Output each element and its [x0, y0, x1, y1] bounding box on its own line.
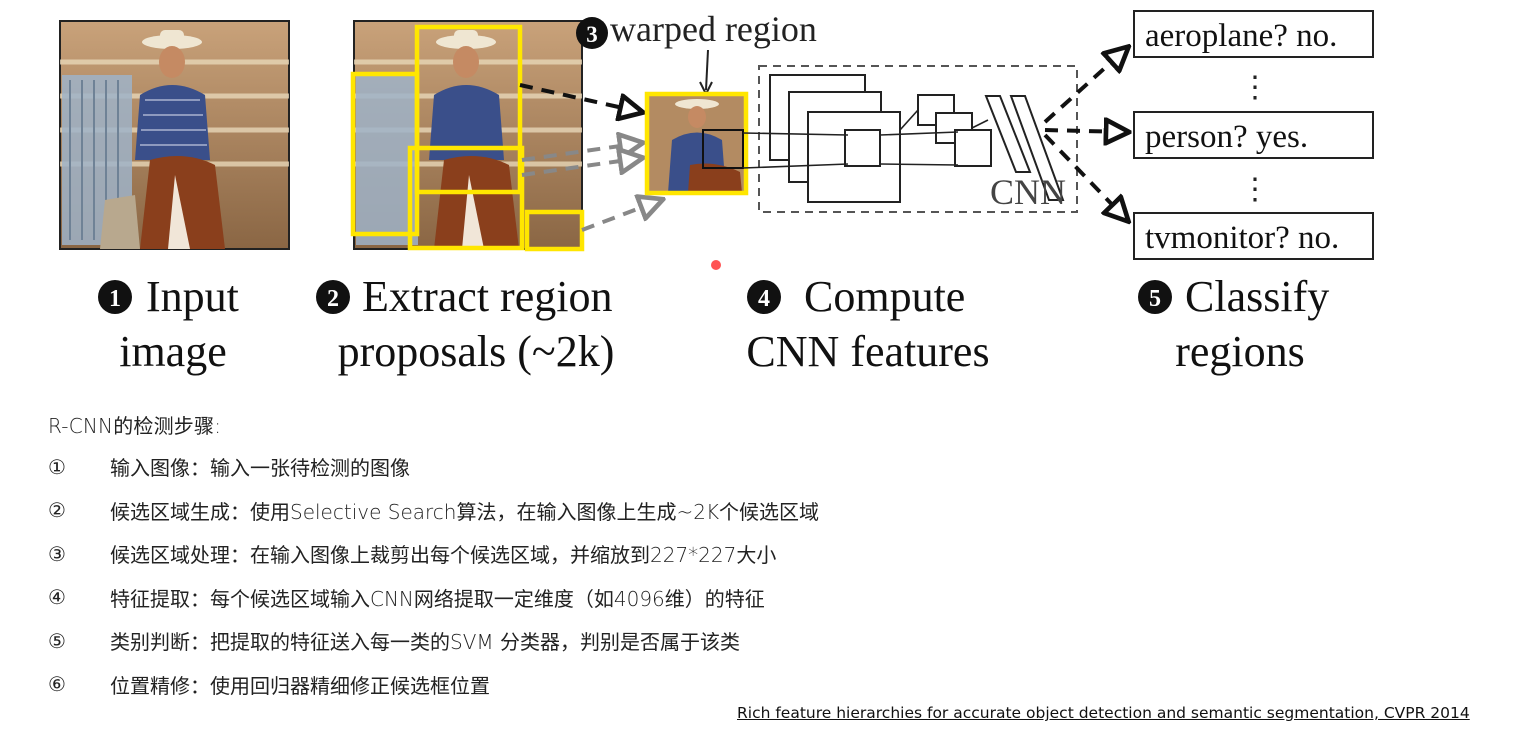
classify-arrows	[1043, 48, 1127, 220]
rcnn-pipeline-diagram: 3 warped region	[59, 9, 1374, 376]
step-text: 位置精修：使用回归器精细修正候选框位置	[110, 673, 490, 698]
step-number: ⑥	[48, 672, 66, 697]
step-number: ⑤	[48, 628, 66, 653]
stage-classify: 5 Classify regions	[1138, 272, 1329, 376]
step-text: 候选区域处理：在输入图像上裁剪出每个候选区域，并缩放到227*227大小	[110, 543, 777, 568]
stage-input: 1 Input image	[98, 272, 239, 376]
proposal-box	[407, 145, 525, 251]
step-number: ④	[48, 585, 66, 610]
class-boxes: aeroplane? no. ⋮ person? yes. ⋮ tvmonito…	[1133, 10, 1374, 260]
step-number: ②	[48, 498, 66, 523]
class-tvmonitor: tvmonitor? no.	[1145, 220, 1339, 256]
step-number: ①	[48, 454, 66, 479]
warped-region-image	[644, 91, 749, 196]
svg-text:Extract region: Extract region	[362, 272, 612, 321]
warped-text: warped region	[610, 9, 817, 49]
svg-text:image: image	[119, 327, 227, 376]
pointer-dot	[711, 260, 721, 270]
svg-text:Compute: Compute	[804, 272, 965, 321]
svg-text:2: 2	[327, 286, 339, 312]
class-dots: ⋮	[1240, 173, 1270, 206]
cnn-block: CNN	[742, 65, 1078, 213]
steps-title: R-CNN的检测步骤:	[48, 414, 222, 438]
step-item: ⑤ 类别判断：把提取的特征送入每一类的SVM 分类器，判别是否属于该类	[48, 619, 1048, 663]
proposal-box	[524, 209, 585, 252]
cnn-label: CNN	[990, 172, 1066, 212]
stage-captions: 1 Input image 2 Extract region proposals…	[98, 272, 1329, 376]
class-person: person? yes.	[1145, 119, 1308, 155]
input-image	[59, 20, 290, 250]
step-item: ③ 候选区域处理：在输入图像上裁剪出每个候选区域，并缩放到227*227大小	[48, 532, 1048, 576]
stage-extract: 2 Extract region proposals (~2k)	[316, 272, 614, 376]
step-number: ③	[48, 541, 66, 566]
warped-num: 3	[586, 22, 598, 47]
step-item: ④ 特征提取：每个候选区域输入CNN网络提取一定维度（如4096维）的特征	[48, 576, 1048, 620]
proposal-arrows	[519, 83, 661, 232]
step-text: 输入图像：输入一张待检测的图像	[110, 456, 410, 481]
proposals-image	[350, 20, 585, 252]
step-text: 候选区域生成：使用Selective Search算法，在输入图像上生成~2K个…	[110, 499, 820, 524]
warped-region-label: 3 warped region	[576, 9, 817, 97]
svg-text:CNN features: CNN features	[746, 327, 989, 376]
svg-text:regions: regions	[1175, 327, 1305, 376]
class-aeroplane: aeroplane? no.	[1145, 18, 1337, 54]
svg-text:1: 1	[109, 286, 121, 312]
step-item: ⑥ 位置精修：使用回归器精细修正候选框位置	[48, 663, 1048, 707]
stage-compute: 4 Compute CNN features	[746, 272, 989, 376]
class-dots: ⋮	[1240, 71, 1270, 104]
svg-text:4: 4	[758, 286, 770, 312]
step-text: 类别判断：把提取的特征送入每一类的SVM 分类器，判别是否属于该类	[110, 630, 740, 655]
svg-text:proposals (~2k): proposals (~2k)	[338, 327, 615, 376]
step-text: 特征提取：每个候选区域输入CNN网络提取一定维度（如4096维）的特征	[110, 586, 765, 611]
svg-text:5: 5	[1149, 286, 1161, 312]
step-item: ② 候选区域生成：使用Selective Search算法，在输入图像上生成~2K…	[48, 489, 1048, 533]
steps-section: R-CNN的检测步骤: ① 输入图像：输入一张待检测的图像 ② 候选区域生成：使用S…	[48, 410, 1048, 706]
svg-text:Input: Input	[146, 272, 239, 321]
svg-text:Classify: Classify	[1185, 272, 1329, 321]
paper-reference-link[interactable]: Rich feature hierarchies for accurate ob…	[737, 704, 1470, 722]
proposal-box	[350, 71, 420, 237]
step-item: ① 输入图像：输入一张待检测的图像	[48, 445, 1048, 489]
